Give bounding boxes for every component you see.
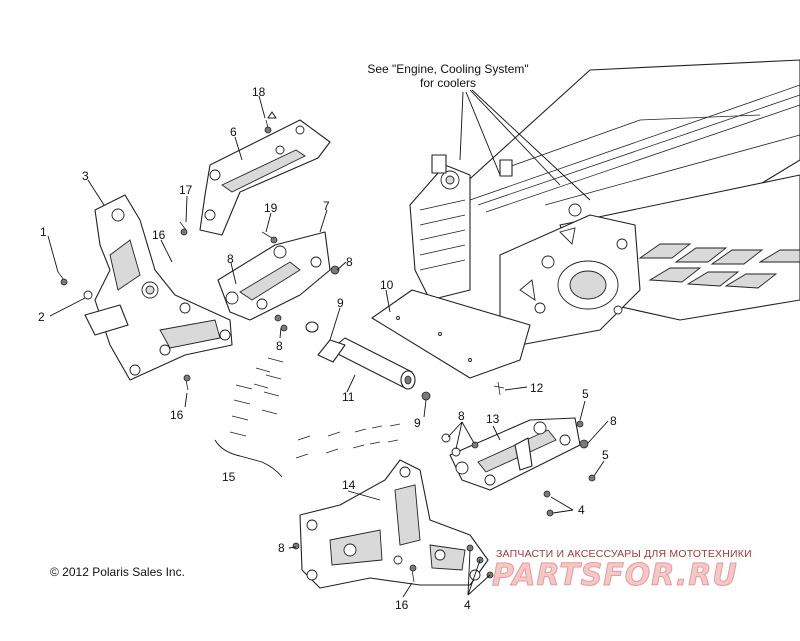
note-line-2: for coolers — [419, 76, 477, 90]
callouts: 1 2 3 16 17 18 6 19 7 8 8 8 9 10 11 9 12… — [38, 85, 617, 612]
callout-16: 16 — [395, 598, 409, 612]
callout-10: 10 — [380, 278, 394, 292]
callout-11: 11 — [342, 390, 355, 404]
callout-16: 16 — [170, 408, 184, 422]
shaft-11 — [305, 321, 416, 390]
callout-19: 19 — [264, 201, 278, 215]
watermark-tagline: ЗАПЧАСТИ И АКСЕССУАРЫ ДЛЯ МОТОТЕХНИКИ — [496, 548, 752, 560]
cooler-reference-note: See "Engine, Cooling System" for coolers — [348, 62, 548, 90]
callout-8: 8 — [346, 255, 353, 269]
callout-8: 8 — [227, 252, 234, 266]
callout-8: 8 — [276, 339, 283, 353]
callout-16: 16 — [152, 228, 166, 242]
bracket-7 — [217, 231, 331, 321]
watermark-logo: PARTSFOR.RU — [492, 558, 738, 594]
callout-14: 14 — [342, 478, 356, 492]
callout-5: 5 — [582, 387, 589, 401]
callout-7: 7 — [323, 199, 330, 213]
note-line-1: See "Engine, Cooling System" — [367, 62, 529, 76]
callout-3: 3 — [82, 169, 89, 183]
leader-lines — [47, 89, 609, 598]
callout-9: 9 — [337, 296, 344, 310]
chassis-tunnel — [371, 59, 800, 379]
bracket-3 — [84, 194, 233, 381]
callout-8: 8 — [458, 409, 465, 423]
callout-13: 13 — [486, 412, 500, 426]
callout-2: 2 — [38, 310, 45, 324]
callout-18: 18 — [252, 85, 266, 99]
callout-5: 5 — [602, 448, 609, 462]
callout-17: 17 — [179, 183, 193, 197]
callout-8: 8 — [278, 541, 285, 555]
callout-12: 12 — [530, 381, 544, 395]
bracket-14 — [299, 459, 489, 589]
callout-8: 8 — [610, 414, 617, 428]
bolt-group-15 — [214, 357, 401, 478]
callout-9: 9 — [414, 416, 421, 430]
bracket-6 — [199, 111, 331, 236]
callout-15: 15 — [222, 470, 236, 484]
copyright-text: © 2012 Polaris Sales Inc. — [50, 565, 185, 579]
callout-6: 6 — [230, 125, 237, 139]
callout-4: 4 — [578, 503, 585, 517]
bracket-13 — [449, 417, 581, 491]
callout-1: 1 — [40, 225, 47, 239]
callout-4: 4 — [464, 598, 471, 612]
